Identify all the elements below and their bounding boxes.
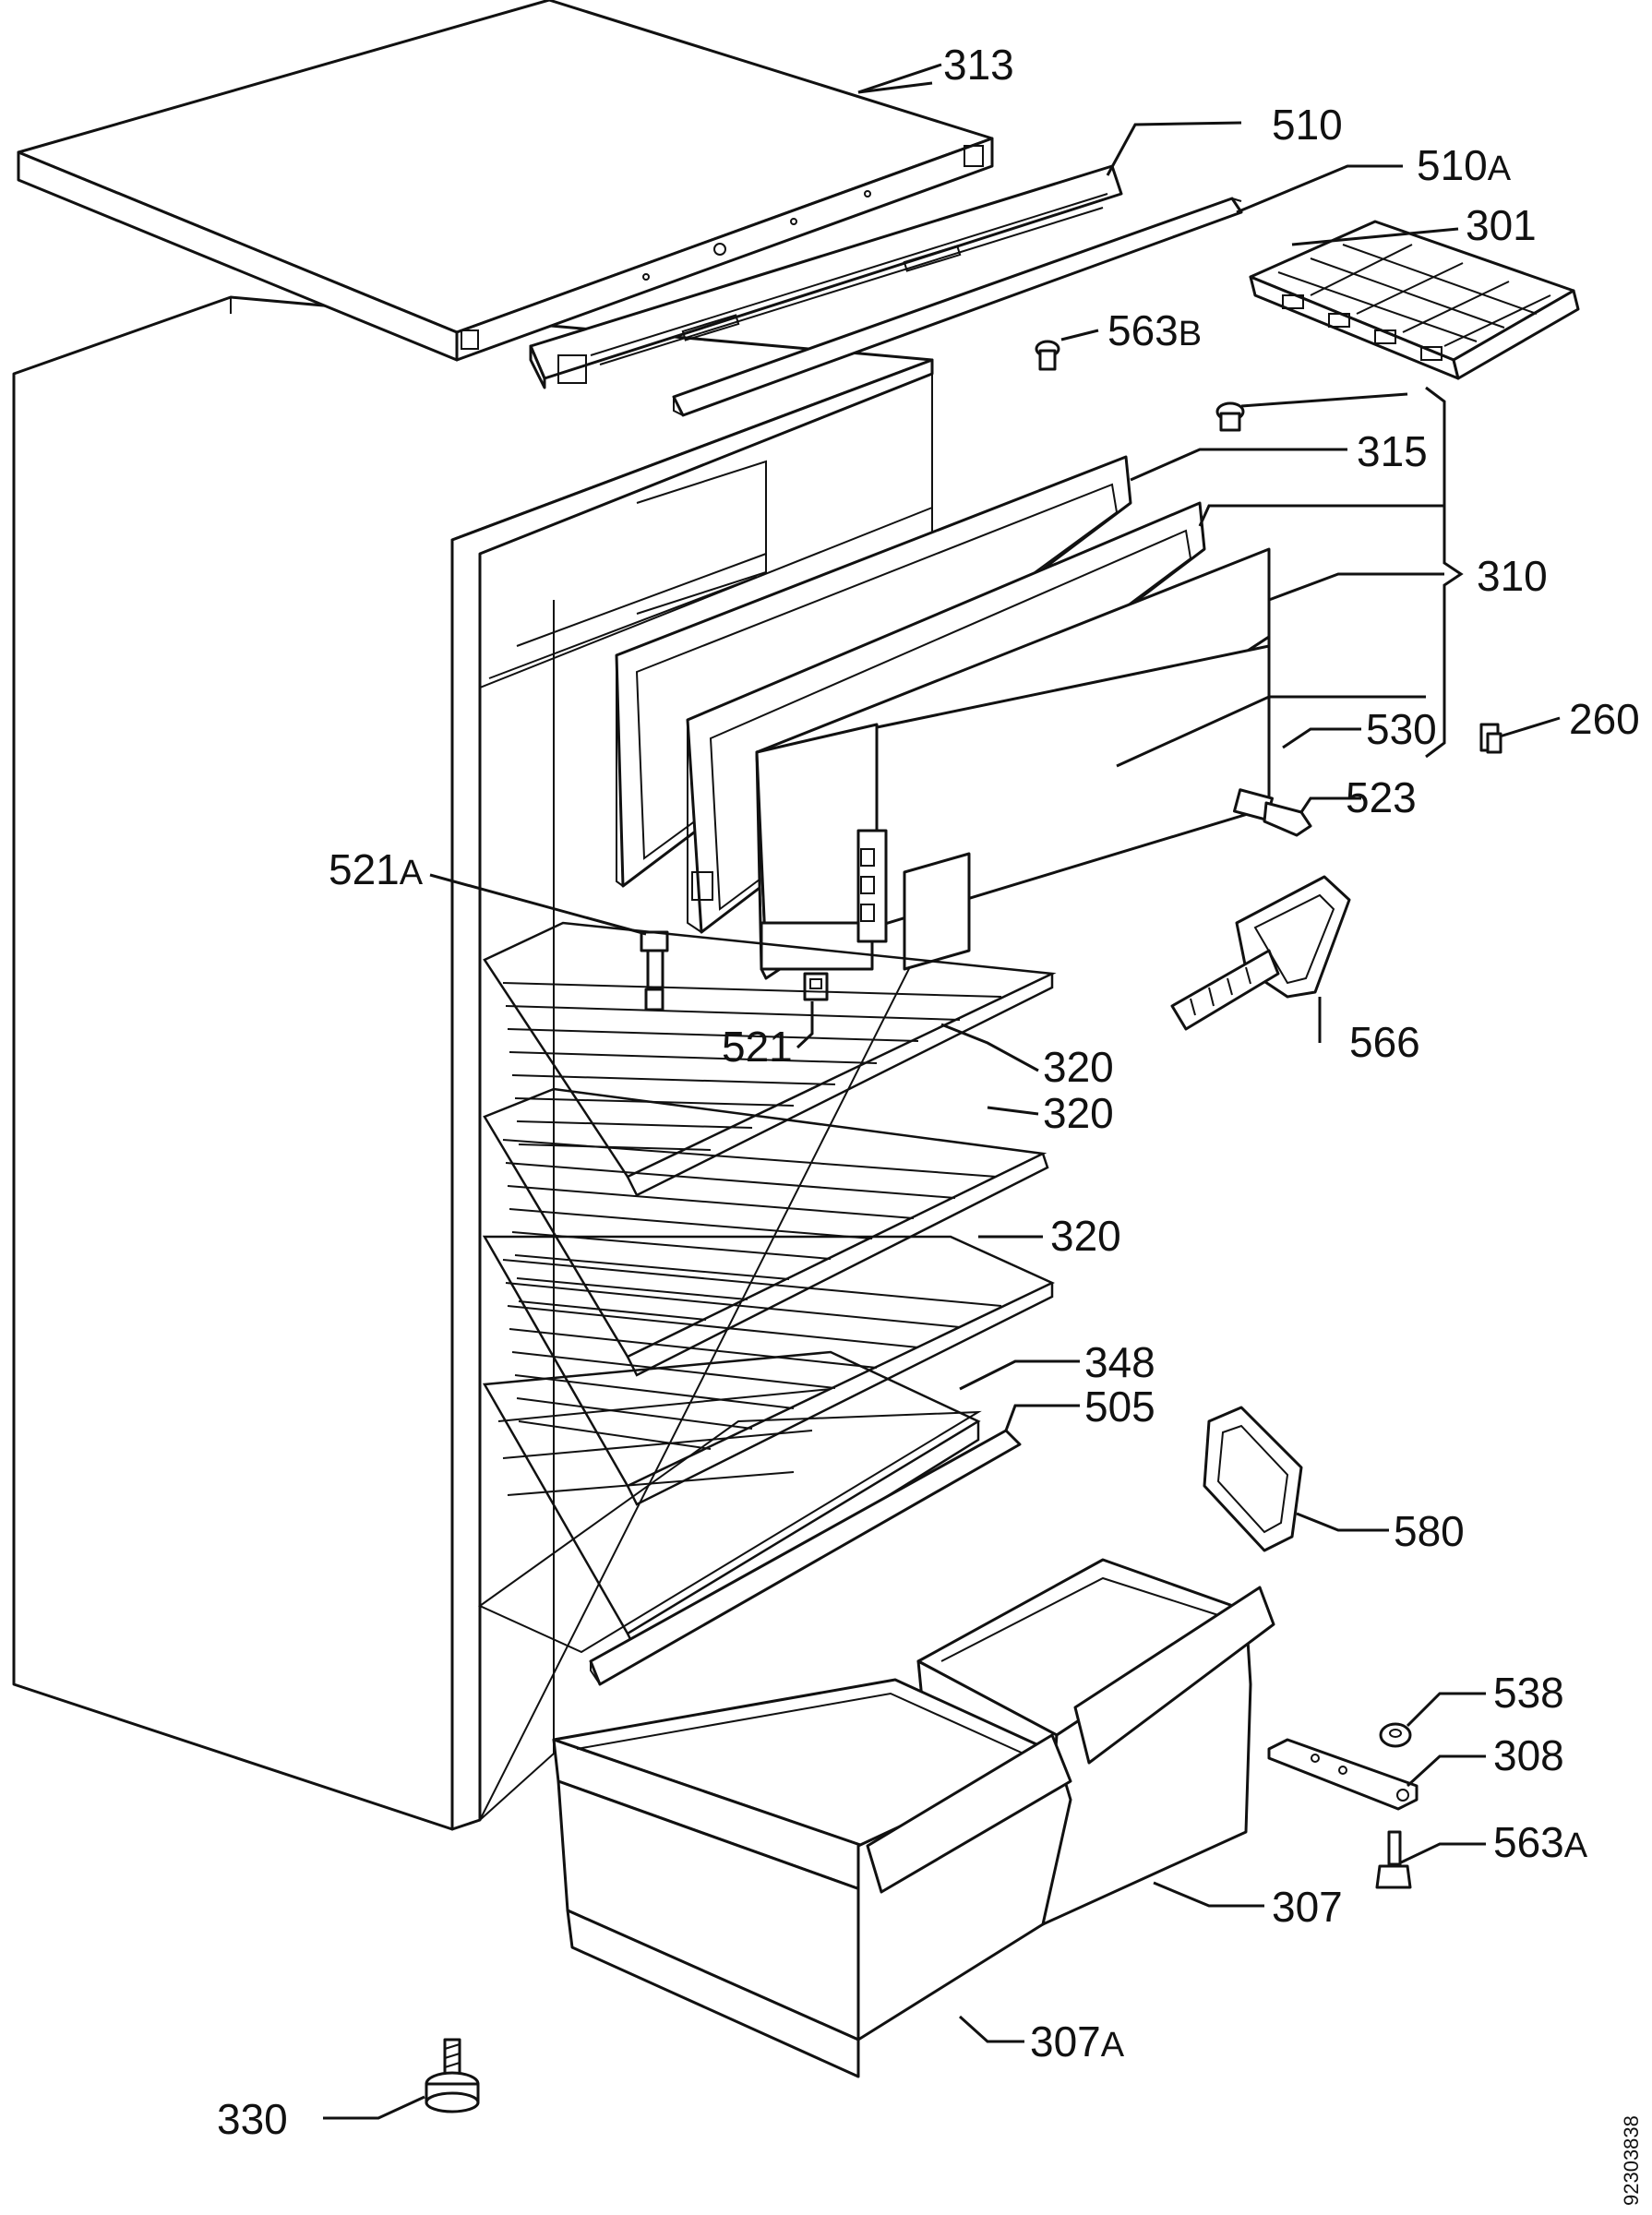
part-labels: 313 510 510A 301 563B 315 310 260 530 52…	[217, 41, 1640, 2143]
label-348: 348	[1084, 1338, 1155, 1386]
label-310: 310	[1477, 552, 1548, 600]
switch-521a	[640, 930, 669, 1012]
washer-538	[1379, 1722, 1412, 1748]
label-307: 307	[1272, 1883, 1343, 1931]
switch-button-521	[803, 972, 829, 1001]
front-trim-510	[529, 164, 1123, 389]
label-307a: 307A	[1030, 2017, 1125, 2065]
document-number: 92303838	[1620, 2115, 1643, 2206]
label-260: 260	[1569, 695, 1640, 743]
adjustable-foot-330	[425, 2038, 480, 2113]
label-538: 538	[1493, 1669, 1564, 1717]
screw-563a	[1375, 1830, 1412, 1889]
label-563a: 563A	[1493, 1818, 1588, 1866]
label-523: 523	[1346, 773, 1417, 821]
ice-scraper-566	[1170, 875, 1351, 1031]
label-308: 308	[1493, 1731, 1564, 1779]
label-330: 330	[217, 2095, 288, 2143]
label-510a: 510A	[1417, 141, 1512, 189]
top-cover-313	[17, 0, 994, 362]
label-315: 315	[1357, 427, 1428, 475]
ice-cube-tray-301	[1249, 220, 1580, 380]
cabinet-body	[12, 295, 982, 1831]
label-320-2: 320	[1043, 1089, 1114, 1137]
leader-lines	[323, 63, 1561, 2120]
label-301: 301	[1466, 201, 1537, 249]
trim-strip-510a	[672, 197, 1243, 417]
label-530: 530	[1366, 705, 1437, 753]
hinge-pin-523	[1233, 788, 1312, 837]
label-521: 521	[722, 1023, 793, 1071]
label-563b: 563B	[1107, 306, 1202, 354]
screw-563b	[1035, 340, 1060, 371]
clip-260	[1479, 723, 1502, 754]
crisper-drawer-307a	[552, 1678, 1072, 2078]
hinge-bracket-308	[1267, 1738, 1419, 1811]
trim-strip-505	[589, 1429, 1022, 1686]
label-320-3: 320	[1050, 1212, 1121, 1260]
label-313: 313	[943, 41, 1014, 89]
shelf-320-top	[483, 921, 1057, 1197]
label-566: 566	[1349, 1018, 1420, 1066]
label-580: 580	[1394, 1507, 1465, 1555]
label-510: 510	[1272, 101, 1343, 149]
bracket-310	[1425, 386, 1464, 759]
screw-563b-2	[1215, 401, 1245, 432]
label-521a: 521A	[329, 845, 424, 893]
light-cover-580	[1203, 1406, 1303, 1552]
label-505: 505	[1084, 1383, 1155, 1431]
shelf-320-lower	[482, 1235, 1055, 1506]
label-320-1: 320	[1043, 1043, 1114, 1091]
